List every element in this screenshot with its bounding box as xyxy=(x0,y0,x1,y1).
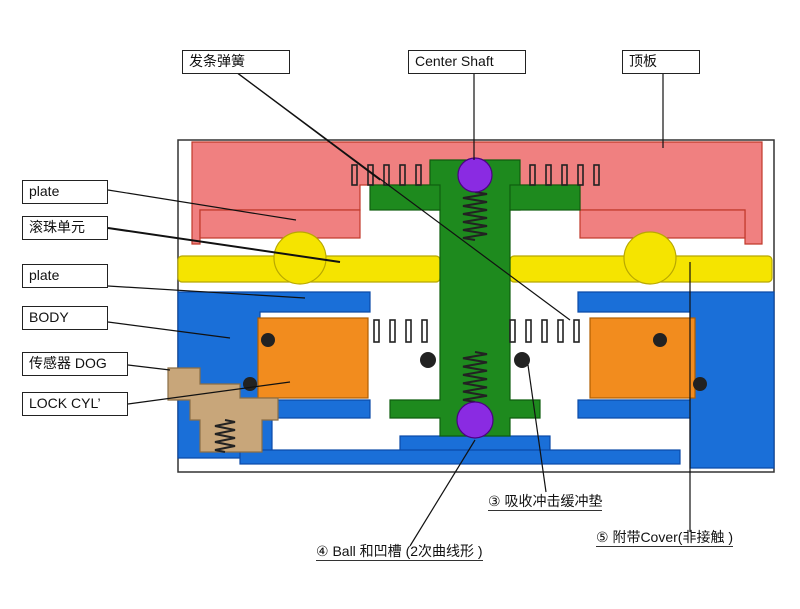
note-ball-groove: ④ Ball 和凹槽 (2次曲线形 ) xyxy=(316,543,483,561)
label-ball-unit: 滚珠单元 xyxy=(22,216,108,240)
top-plate-inner-right xyxy=(579,209,746,239)
spring-coil xyxy=(462,351,488,403)
sensor-dog xyxy=(167,367,279,453)
o-ring-right-low xyxy=(693,377,707,391)
label-plate-1: plate xyxy=(22,180,108,204)
spring-bar xyxy=(557,319,564,343)
lock-piston-right xyxy=(589,317,696,399)
spring-bar xyxy=(399,164,406,186)
spring-bar xyxy=(573,319,580,343)
label-spring: 发条弹簧 xyxy=(182,50,290,74)
label-top-plate: 顶板 xyxy=(622,50,700,74)
spring-coil xyxy=(462,191,488,241)
ball-unit-left xyxy=(273,231,327,285)
shock-pad-right xyxy=(514,352,530,368)
spring-bar xyxy=(405,319,412,343)
leader-lines xyxy=(107,71,691,547)
center-ball-top xyxy=(457,157,493,193)
body-base xyxy=(239,449,681,465)
spring-bar xyxy=(545,164,552,186)
label-plate-2: plate xyxy=(22,264,108,288)
spring-bar xyxy=(373,319,380,343)
spring-coil xyxy=(214,419,236,453)
center-spring-lower xyxy=(462,351,488,403)
label-center-shaft: Center Shaft xyxy=(408,50,526,74)
center-shaft-flange-right xyxy=(509,184,581,211)
body-right xyxy=(577,291,775,469)
spring-bar xyxy=(561,164,568,186)
o-ring-right xyxy=(653,333,667,347)
center-spring-upper xyxy=(462,191,488,241)
spring-bar xyxy=(525,319,532,343)
spring-bar xyxy=(577,164,584,186)
note-shock-pad: ③ 吸收冲击缓冲垫 xyxy=(488,493,603,511)
ball-unit-right xyxy=(623,231,677,285)
spring-bar xyxy=(383,164,390,186)
note-cover: ⑤ 附带Cover(非接触 ) xyxy=(596,529,733,547)
spring-bar xyxy=(351,164,358,186)
sensor-dog-spring xyxy=(214,419,236,453)
spring-bar xyxy=(509,319,516,343)
clock-spring-top xyxy=(351,164,600,186)
o-ring-left xyxy=(261,333,275,347)
top-plate-inner-left xyxy=(199,209,361,239)
spring-bar xyxy=(529,164,536,186)
label-sensor-dog: 传感器 DOG xyxy=(22,352,128,376)
label-body: BODY xyxy=(22,306,108,330)
lock-piston-left xyxy=(257,317,369,399)
spring-bar xyxy=(389,319,396,343)
center-ball-bottom xyxy=(456,401,494,439)
clock-spring-mid xyxy=(373,319,580,343)
label-lock-cyl: LOCK CYL’ xyxy=(22,392,128,416)
spring-bar xyxy=(421,319,428,343)
shock-pad-left xyxy=(420,352,436,368)
spring-bar xyxy=(415,164,422,186)
o-ring-left-low xyxy=(243,377,257,391)
spring-bar xyxy=(593,164,600,186)
spring-bar xyxy=(541,319,548,343)
